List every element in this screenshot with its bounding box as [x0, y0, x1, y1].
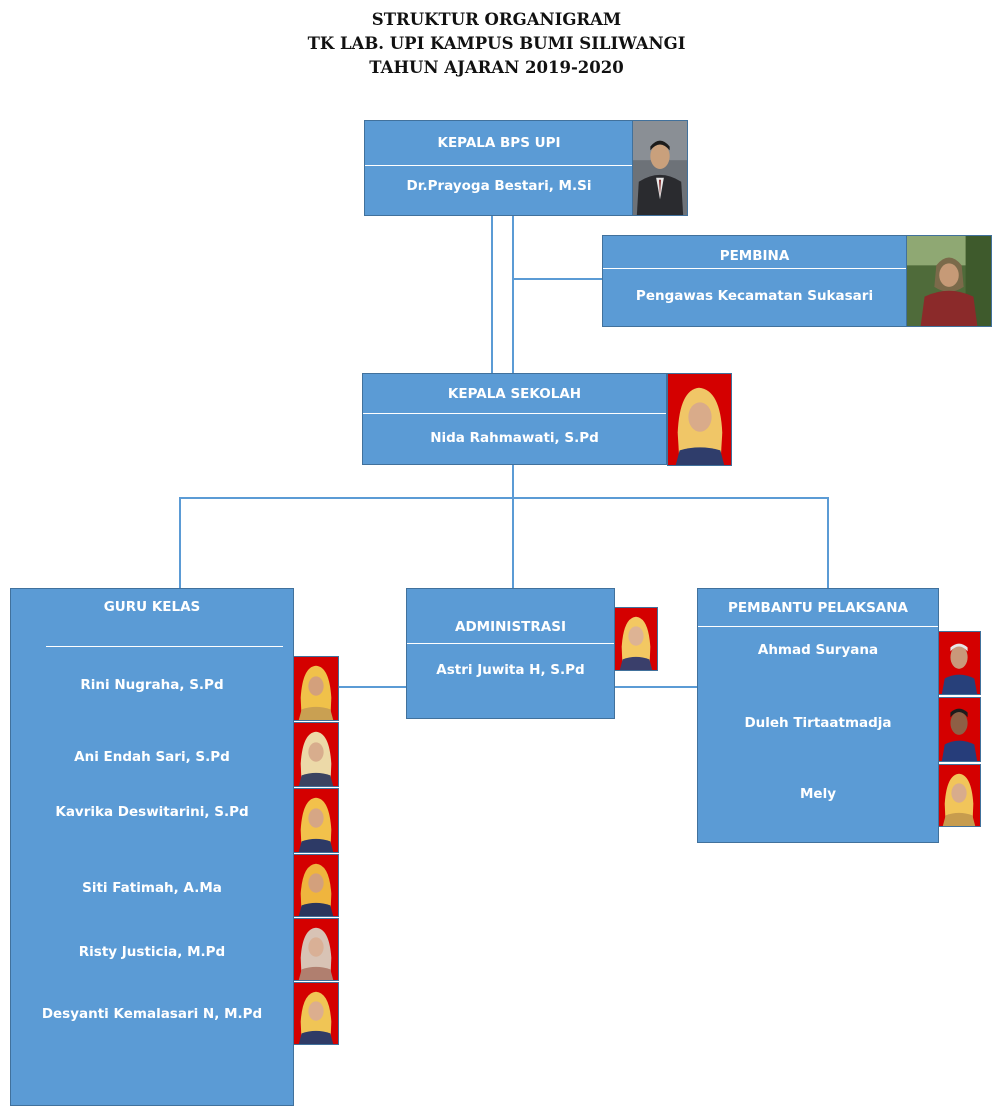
administrasi-photo: [614, 607, 658, 671]
pembina-name: Pengawas Kecamatan Sukasari: [635, 288, 874, 304]
kepala-bps-role: KEPALA BPS UPI: [437, 135, 561, 151]
guru-kelas-member: Kavrika Deswitarini, S.Pd: [55, 804, 249, 820]
guru-photo: [293, 854, 339, 917]
connector-bps-to-kepsek-2: [512, 216, 514, 373]
pembantu-photo: [938, 697, 981, 762]
guru-photo: [293, 982, 339, 1045]
pembantu-member: Duleh Tirtaatmadja: [744, 715, 892, 731]
pembantu-photo: [938, 764, 981, 827]
kepala-bps-divider: [365, 165, 633, 166]
guru-photo: [293, 788, 339, 853]
kepala-bps-name: Dr.Prayoga Bestari, M.Si: [406, 178, 592, 194]
guru-kelas-member: Ani Endah Sari, S.Pd: [74, 749, 230, 765]
connector-horizontal-bus: [179, 497, 829, 499]
kepala-sekolah-divider: [363, 413, 666, 414]
kepala-sekolah-box: KEPALA SEKOLAH Nida Rahmawati, S.Pd: [362, 373, 667, 465]
pembina-box: PEMBINA Pengawas Kecamatan Sukasari: [602, 235, 907, 327]
guru-kelas-member: Risty Justicia, M.Pd: [78, 944, 226, 960]
pembantu-photo: [938, 631, 981, 695]
pembantu-pelaksana-role: PEMBANTU PELAKSANA: [727, 600, 908, 616]
administrasi-divider: [407, 643, 614, 644]
guru-kelas-role: GURU KELAS: [103, 599, 201, 615]
administrasi-role: ADMINISTRASI: [455, 619, 566, 635]
connector-kepsek-down: [512, 465, 514, 589]
page-title: STRUKTUR ORGANIGRAM TK LAB. UPI KAMPUS B…: [0, 8, 993, 80]
guru-photo: [293, 722, 339, 787]
kepala-bps-photo: [632, 120, 688, 216]
guru-kelas-divider: [46, 646, 283, 647]
guru-kelas-box: GURU KELAS Rini Nugraha, S.Pd Ani Endah …: [10, 588, 294, 1106]
pembina-role: PEMBINA: [719, 248, 790, 264]
pembina-photo: [906, 235, 992, 327]
connector-admin-pembantu: [614, 686, 698, 688]
guru-photo: [293, 656, 339, 721]
administrasi-box: ADMINISTRASI Astri Juwita H, S.Pd: [406, 588, 615, 719]
kepala-bps-box: KEPALA BPS UPI Dr.Prayoga Bestari, M.Si: [364, 120, 634, 216]
pembantu-member: Ahmad Suryana: [757, 642, 879, 658]
kepala-sekolah-photo: [667, 373, 732, 466]
administrasi-name: Astri Juwita H, S.Pd: [436, 662, 585, 678]
title-line-3: TAHUN AJARAN 2019-2020: [369, 58, 624, 77]
kepala-sekolah-name: Nida Rahmawati, S.Pd: [430, 430, 599, 446]
guru-kelas-member: Rini Nugraha, S.Pd: [80, 677, 224, 693]
title-line-2: TK LAB. UPI KAMPUS BUMI SILIWANGI: [307, 34, 686, 53]
connector-guru-admin: [339, 686, 407, 688]
kepala-sekolah-role: KEPALA SEKOLAH: [447, 386, 582, 402]
pembantu-pelaksana-box: PEMBANTU PELAKSANA Ahmad Suryana Duleh T…: [697, 588, 939, 843]
connector-to-guru-kelas: [179, 497, 181, 588]
pembina-divider: [603, 268, 906, 269]
title-line-1: STRUKTUR ORGANIGRAM: [371, 10, 622, 29]
connector-bps-to-kepsek-1: [491, 216, 493, 373]
guru-photo: [293, 918, 339, 981]
guru-kelas-member: Siti Fatimah, A.Ma: [82, 880, 222, 896]
pembantu-member: Mely: [799, 786, 837, 802]
connector-to-pembantu: [827, 497, 829, 588]
pembantu-pelaksana-divider: [698, 626, 938, 627]
guru-kelas-member: Desyanti Kemalasari N, M.Pd: [41, 1006, 263, 1022]
connector-to-pembina: [513, 278, 603, 280]
